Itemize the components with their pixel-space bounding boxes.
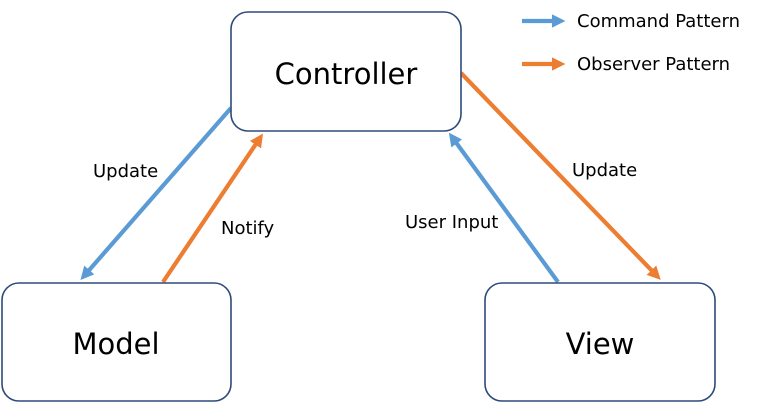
edge-controller-to-model	[80, 106, 233, 281]
edge-controller-to-view	[459, 71, 661, 280]
node-controller: Controller	[230, 11, 462, 132]
edge-label-controller-to-view: Update	[572, 160, 637, 181]
view-box	[484, 282, 716, 402]
legend-observer-label: Observer Pattern	[577, 54, 730, 75]
edge-label-controller-to-model: Update	[93, 161, 158, 182]
controller-box	[230, 11, 462, 132]
legend-command-label: Command Pattern	[577, 11, 740, 32]
node-model: Model	[1, 282, 232, 402]
edge-view-to-controller	[448, 132, 560, 284]
edges: Update Notify User Input Update	[80, 71, 661, 284]
edge-label-model-to-controller: Notify	[221, 218, 275, 239]
model-box	[1, 282, 232, 402]
edge-model-to-controller	[161, 133, 264, 284]
edge-label-view-to-controller: User Input	[405, 212, 498, 233]
model-label: Model	[72, 327, 159, 361]
legend: Command Pattern Observer Pattern	[522, 11, 740, 75]
node-view: View	[484, 282, 716, 402]
view-label: View	[566, 327, 635, 361]
controller-label: Controller	[275, 57, 418, 91]
